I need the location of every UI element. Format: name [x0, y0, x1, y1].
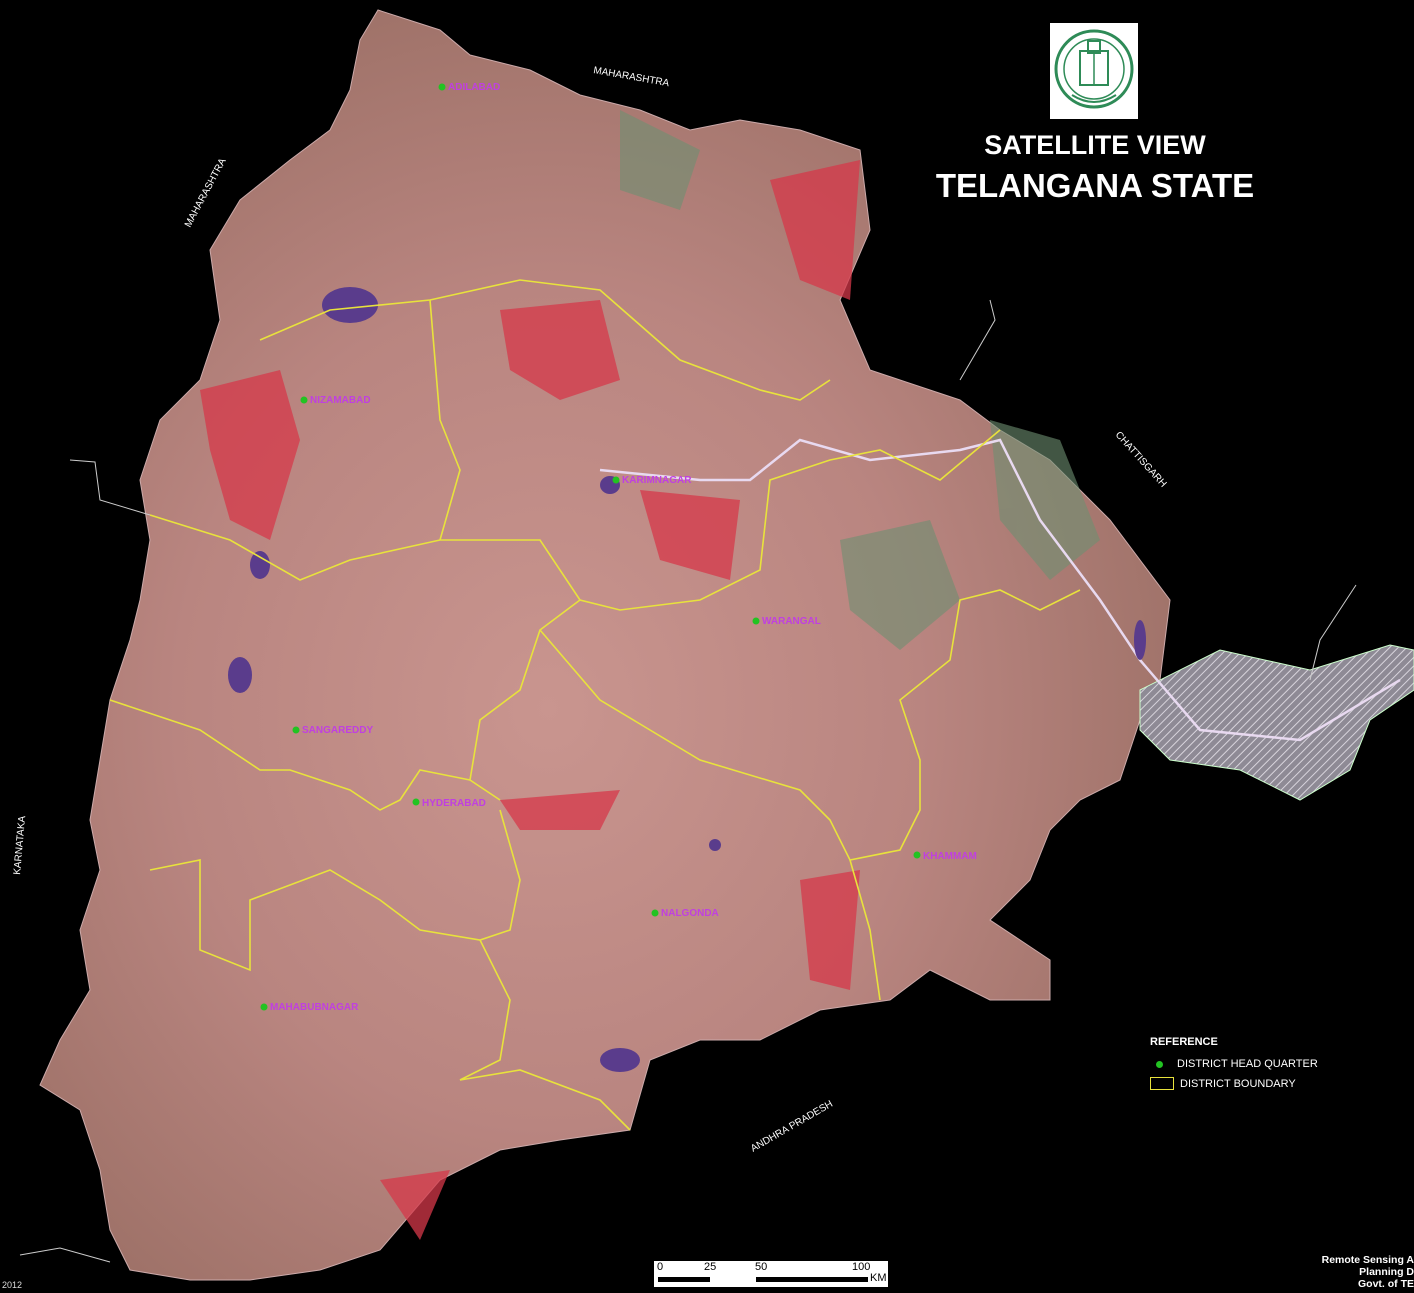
hq-dot-icon: [1156, 1060, 1163, 1068]
forest-patches: [620, 110, 1100, 650]
district-label: WARANGAL: [762, 616, 821, 627]
scale-tick: 50: [755, 1261, 768, 1273]
godavari-river: [599, 438, 1401, 742]
credit-line: Govt. of TE: [1358, 1278, 1414, 1290]
legend-heading: REFERENCE: [1150, 1036, 1218, 1048]
boundary-swatch-icon: [1150, 1077, 1174, 1090]
neighbor-label: MAHARASHTRA: [183, 156, 229, 229]
legend-boundary-label: DISTRICT BOUNDARY: [1180, 1077, 1296, 1090]
credit-line: Remote Sensing A: [1321, 1254, 1414, 1266]
district-label: NIZAMABAD: [310, 395, 371, 406]
legend-row-hq: DISTRICT HEAD QUARTER: [1150, 1058, 1318, 1070]
scale-tick: 100: [852, 1261, 871, 1273]
district-label: NALGONDA: [661, 908, 719, 919]
map-title-line2: TELANGANA STATE: [935, 167, 1255, 204]
state-landmass: [39, 9, 1171, 1281]
scale-tick: 25: [704, 1261, 717, 1273]
credit-line: Planning D: [1359, 1266, 1414, 1278]
neighbor-label: KARNATAKA: [12, 815, 28, 875]
credit-text: Remote Sensing A Planning D Govt. of TE: [1322, 1254, 1414, 1290]
government-of-telangana-seal-icon: [1054, 29, 1134, 109]
year-label: 2012: [2, 1280, 23, 1290]
external-borders: [19, 299, 1357, 1263]
vegetation-patches: [200, 160, 860, 1240]
district-hq-dots: [260, 83, 921, 1011]
government-seal: [1050, 23, 1138, 119]
map-legend: REFERENCE DISTRICT HEAD QUARTER DISTRICT…: [1150, 1036, 1318, 1097]
map-title-line1: SATELLITE VIEW: [984, 130, 1206, 160]
neighbor-label: ANDHRA PRADESH: [749, 1099, 835, 1155]
reservoirs: [228, 287, 1146, 1072]
district-label: HYDERABAD: [422, 798, 486, 809]
legend-hq-label: DISTRICT HEAD QUARTER: [1177, 1058, 1318, 1070]
scale-segment: [658, 1277, 710, 1282]
district-label: KHAMMAM: [923, 851, 977, 862]
scale-unit: KM: [870, 1272, 887, 1284]
district-boundaries: [109, 279, 1081, 1131]
legend-row-boundary: DISTRICT BOUNDARY: [1150, 1077, 1318, 1090]
district-label: SANGAREDDY: [302, 725, 373, 736]
neighbor-label: CHATTISGARH: [1113, 430, 1169, 490]
district-label: MAHABUBNAGAR: [270, 1002, 359, 1013]
scale-tick: 0: [657, 1261, 664, 1273]
scale-segment: [756, 1277, 868, 1282]
neighbor-label: MAHARASHTRA: [592, 65, 670, 89]
district-label: ADILABAD: [448, 82, 500, 93]
district-label: KARIMNAGAR: [622, 475, 692, 486]
hatched-region: [1139, 644, 1414, 801]
scale-bar: 0 25 50 100 KM: [654, 1261, 888, 1287]
